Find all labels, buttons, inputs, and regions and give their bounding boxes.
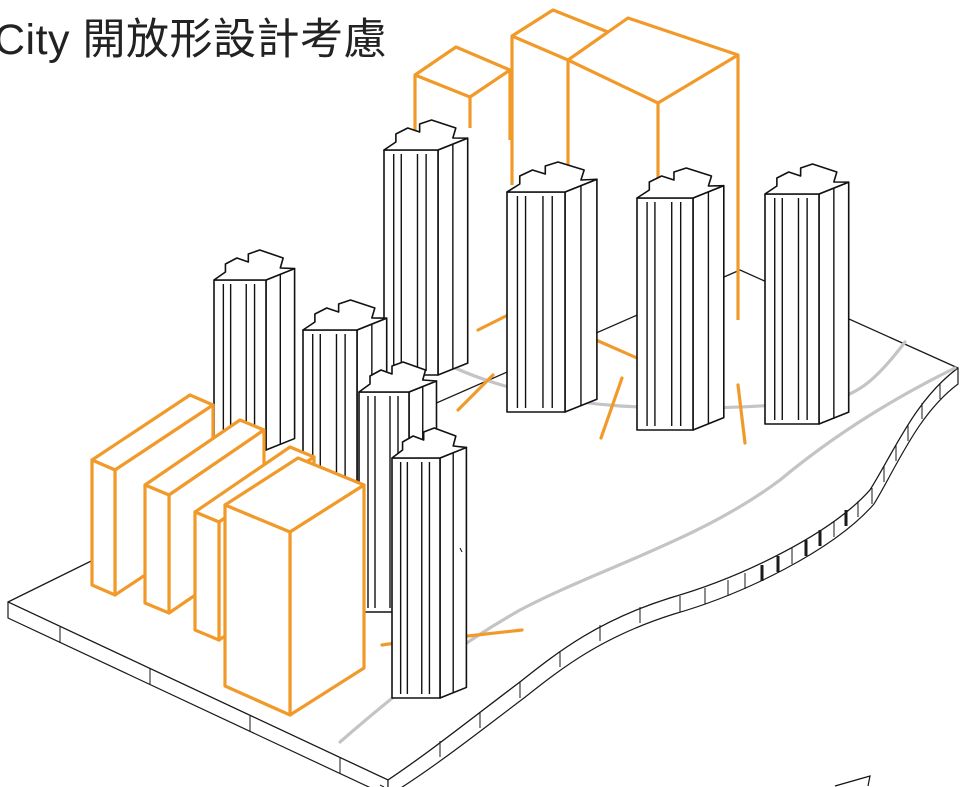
site-edge-ticks — [59, 383, 941, 774]
back-massings — [413, 8, 740, 345]
tower-back-mid — [506, 161, 598, 413]
front-massings — [90, 393, 366, 717]
tower-far-right — [764, 163, 850, 425]
site-edge-front — [7, 601, 389, 787]
tower-front — [391, 427, 468, 699]
tower-back-left — [383, 119, 469, 376]
view-axes — [380, 313, 747, 647]
massing-block-large — [223, 456, 366, 717]
massing-back-a — [413, 45, 512, 152]
site-edge-right — [387, 367, 959, 787]
figure-title: City 開放形設計考慮 — [0, 16, 387, 64]
tower-front-group — [391, 427, 468, 699]
tower-back-right — [636, 167, 725, 431]
tower-left-1 — [213, 249, 296, 451]
massing-back-b — [510, 8, 610, 185]
